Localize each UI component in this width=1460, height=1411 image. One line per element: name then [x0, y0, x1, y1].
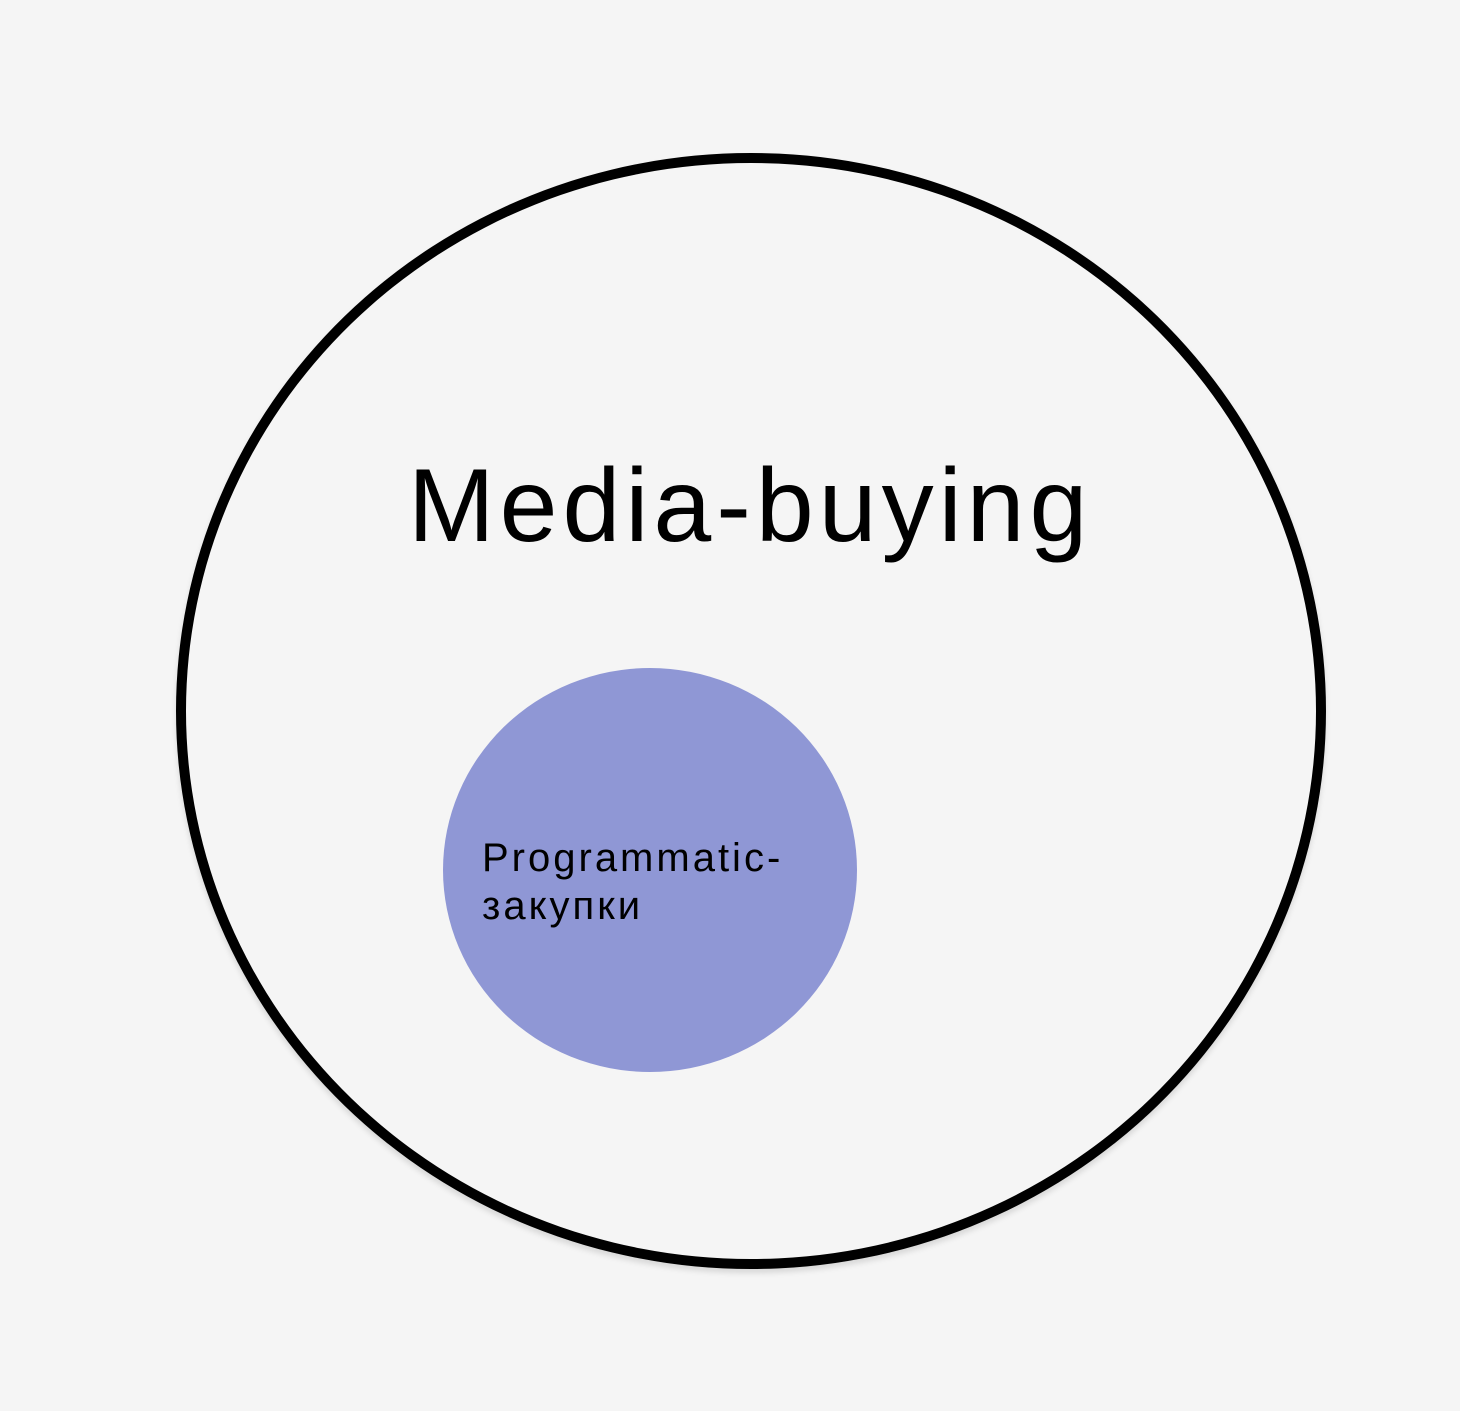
media-buying-label: Media-buying — [408, 448, 1093, 564]
programmatic-label-line-2: закупки — [482, 884, 644, 928]
programmatic-circle — [443, 668, 857, 1072]
programmatic-label-line-1: Programmatic- — [482, 836, 784, 880]
media-buying-circle — [176, 153, 1326, 1269]
programmatic-label: Programmatic- закупки — [482, 834, 783, 930]
